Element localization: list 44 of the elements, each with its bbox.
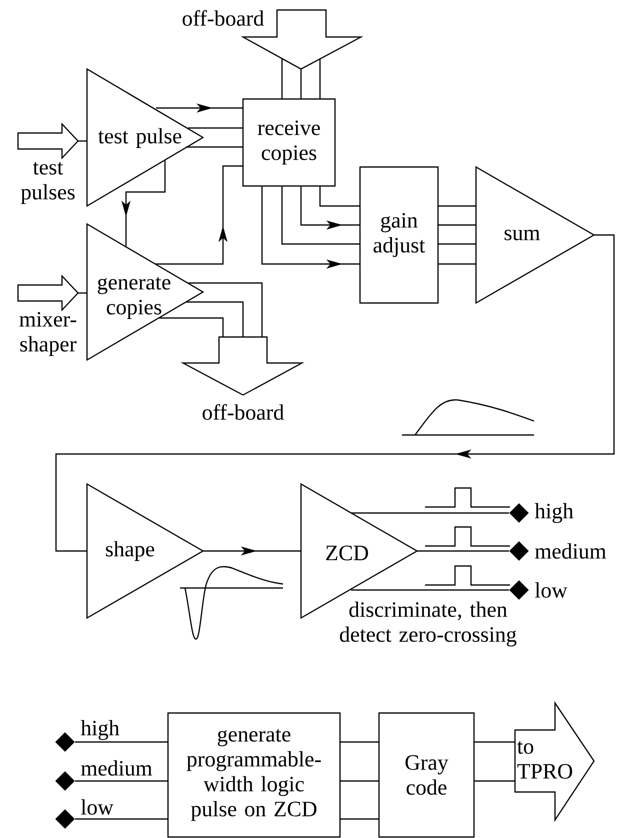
caption-text: low	[535, 582, 568, 598]
connector-line	[438, 205, 476, 207]
connector-line	[417, 550, 509, 552]
connector-line	[78, 292, 87, 294]
connector-line	[75, 741, 168, 743]
arrow	[55, 234, 615, 552]
connector-line	[186, 301, 244, 337]
process-box: Gray code	[378, 712, 475, 838]
connector-line	[281, 58, 283, 99]
connector-line	[340, 780, 379, 782]
connector-line	[188, 127, 243, 129]
arrow	[155, 165, 243, 265]
caption-text: high	[534, 503, 574, 523]
caption-text: high	[80, 720, 120, 740]
connector-line	[78, 140, 87, 142]
connector-line	[438, 243, 476, 245]
connector-line	[319, 58, 321, 99]
connector-line	[340, 741, 379, 743]
connector-line	[188, 282, 263, 337]
connector-line	[75, 780, 168, 782]
connector-line	[351, 589, 509, 591]
caption-text: test pulses	[20, 162, 75, 204]
caption-text: mixer-shaper	[19, 312, 76, 356]
connector-line	[340, 818, 379, 820]
connector-line	[300, 69, 302, 99]
connector-line	[438, 224, 476, 226]
caption-text: off-board	[182, 10, 264, 26]
connector-line	[438, 263, 476, 265]
connector-line	[474, 780, 515, 782]
process-box: generate programmable-width logic pulse on ZCD	[167, 712, 341, 838]
caption-text: medium	[535, 543, 606, 559]
process-box: gain adjust	[359, 166, 439, 304]
caption-text: off-board	[202, 404, 284, 420]
caption-text: low	[81, 799, 114, 815]
connector-line	[186, 146, 243, 148]
connector-line	[75, 818, 168, 820]
connector-line	[159, 317, 224, 337]
connector-line	[351, 512, 509, 514]
caption-text: discriminate, then detect zero-crossing	[340, 602, 516, 646]
connector-line	[319, 186, 360, 207]
connector-line	[281, 186, 360, 245]
process-box: receive copies	[242, 98, 336, 187]
connector-line	[474, 741, 515, 743]
caption-text: medium	[81, 760, 152, 776]
